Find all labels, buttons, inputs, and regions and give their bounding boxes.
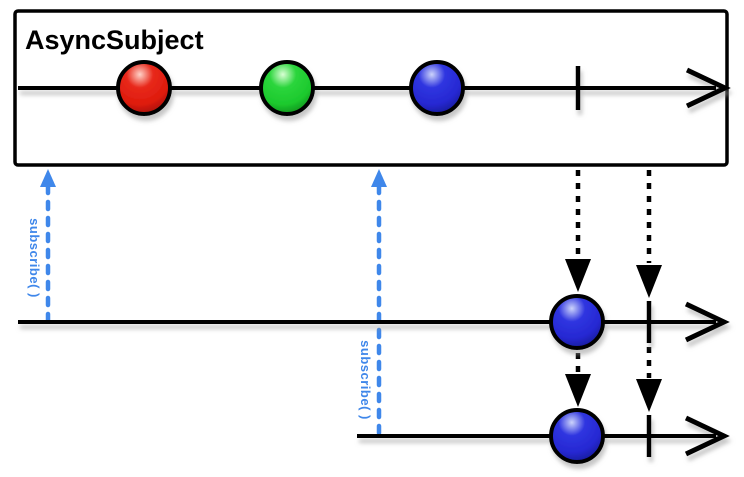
subscribe-label-1: subscribe( ): [27, 218, 42, 298]
emission-arrows-to-subscriber2: [565, 347, 662, 412]
subscribe-arrowhead-icon-2: [371, 169, 387, 187]
subscribe-arrow-2: subscribe( ): [358, 169, 387, 437]
emit-value-arrowhead-icon-1: [565, 259, 591, 292]
subscriber2-timeline: [357, 408, 730, 464]
subscriber1-timeline: [18, 294, 730, 350]
source-marble-blue: [409, 60, 465, 116]
subscribe-arrowhead-icon-1: [40, 169, 56, 187]
emission-arrows-to-subscriber1: [565, 170, 662, 298]
source-marble-green: [259, 60, 315, 116]
emit-value-arrowhead-icon-2: [565, 374, 591, 407]
subscribe-arrow-1: subscribe( ): [27, 169, 56, 323]
subscriber2-marble-blue: [549, 408, 605, 464]
subscriber1-marble-blue: [549, 294, 605, 350]
source-timeline-arrowhead-icon: [685, 67, 731, 109]
subscriber1-arrowhead-icon: [684, 301, 730, 343]
source-marble-red: [116, 60, 172, 116]
subscriber2-arrowhead-icon: [684, 415, 730, 457]
source-timeline: [18, 60, 731, 116]
diagram-title: AsyncSubject: [25, 25, 204, 55]
emit-complete-arrowhead-icon-2: [636, 379, 662, 412]
subscribe-label-2: subscribe( ): [358, 340, 373, 420]
emit-complete-arrowhead-icon-1: [636, 265, 662, 298]
